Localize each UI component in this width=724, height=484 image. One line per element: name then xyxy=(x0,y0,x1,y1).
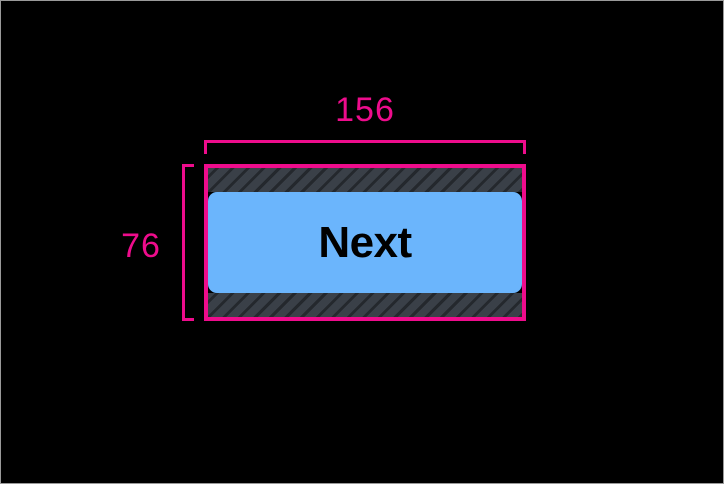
measured-element-outline: Next xyxy=(204,164,526,321)
height-dimension-bracket-icon xyxy=(182,164,194,321)
width-dimension-bracket-icon xyxy=(204,140,526,154)
button-container: Next xyxy=(208,192,522,293)
next-button-label: Next xyxy=(318,217,412,267)
next-button[interactable]: Next xyxy=(208,192,522,293)
width-dimension-label: 156 xyxy=(335,91,395,129)
top-spacing-hatch-band xyxy=(208,168,522,192)
bottom-spacing-hatch-band xyxy=(208,293,522,317)
height-dimension-label: 76 xyxy=(121,227,161,265)
